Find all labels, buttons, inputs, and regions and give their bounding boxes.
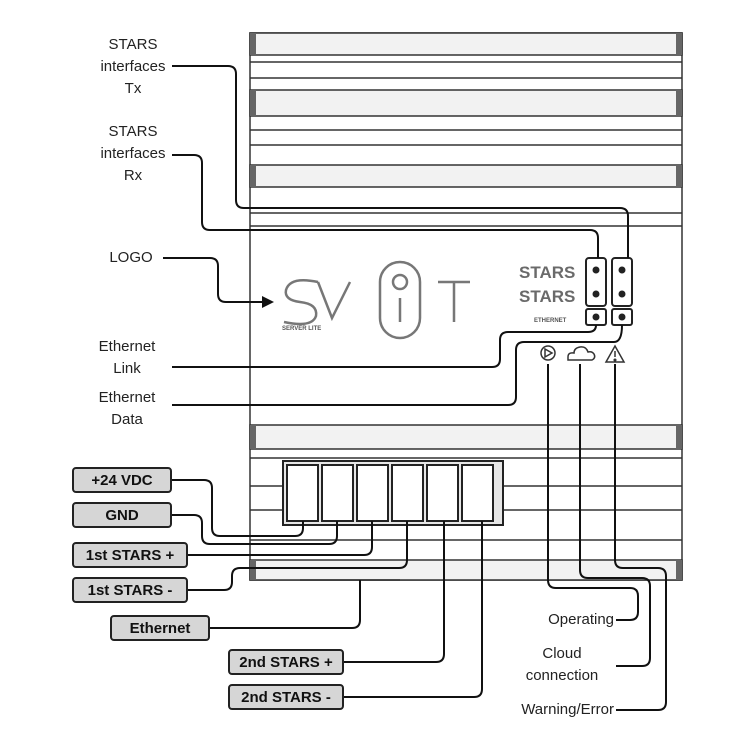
callout-ethernet-data: Ethernet Data [98,389,156,428]
terminal-block [282,460,504,526]
play-circle-icon [540,345,556,361]
terminal-slot [356,464,389,522]
device-stars-label-1: STARS [519,263,575,282]
status-icons [540,344,626,363]
stars-ports [585,257,633,326]
terminal-tag-ethernet: Ethernet [110,615,210,641]
terminal-slot [461,464,494,522]
logo-subtitle: SERVER LITE [282,326,321,332]
callout-stars-tx: STARS interfaces Tx [100,36,166,97]
logo-arrow-head [262,296,274,308]
terminal-tag-1st-stars-plus: 1st STARS + [72,542,188,568]
stars-port-rx [585,257,607,307]
terminal-tag-24vdc: +24 VDC [72,467,172,493]
terminal-slot [426,464,459,522]
logo-t-shape [438,280,470,322]
terminal-slot [286,464,319,522]
terminal-slot [391,464,424,522]
cloud-icon [567,346,596,361]
logo-s-shape [283,279,319,326]
device-stars-label-2: STARS [519,287,575,306]
callout-ethernet-link: Ethernet Link [98,338,156,377]
leader-lines [163,65,667,711]
logo-v-shape [316,281,352,322]
terminal-slot [321,464,354,522]
warning-triangle-icon [604,344,626,363]
callout-warning-error: Warning/Error [521,701,614,718]
terminal-tag-1st-stars-minus: 1st STARS - [72,577,188,603]
callout-operating: Operating [548,611,614,628]
stars-port-tx [611,257,633,307]
callout-logo: LOGO [109,249,153,266]
logo-o-shape [378,260,422,340]
terminal-tag-2nd-stars-plus: 2nd STARS + [228,649,344,675]
callout-cloud-connection: Cloud connection [525,645,599,684]
device-ethernet-label: ETHERNET [534,318,567,324]
logo-o-dot [391,273,409,291]
callout-stars-rx: STARS interfaces Rx [100,123,166,184]
terminal-tag-gnd: GND [72,502,172,528]
terminal-tag-2nd-stars-minus: 2nd STARS - [228,684,344,710]
svot-logo [283,260,470,340]
